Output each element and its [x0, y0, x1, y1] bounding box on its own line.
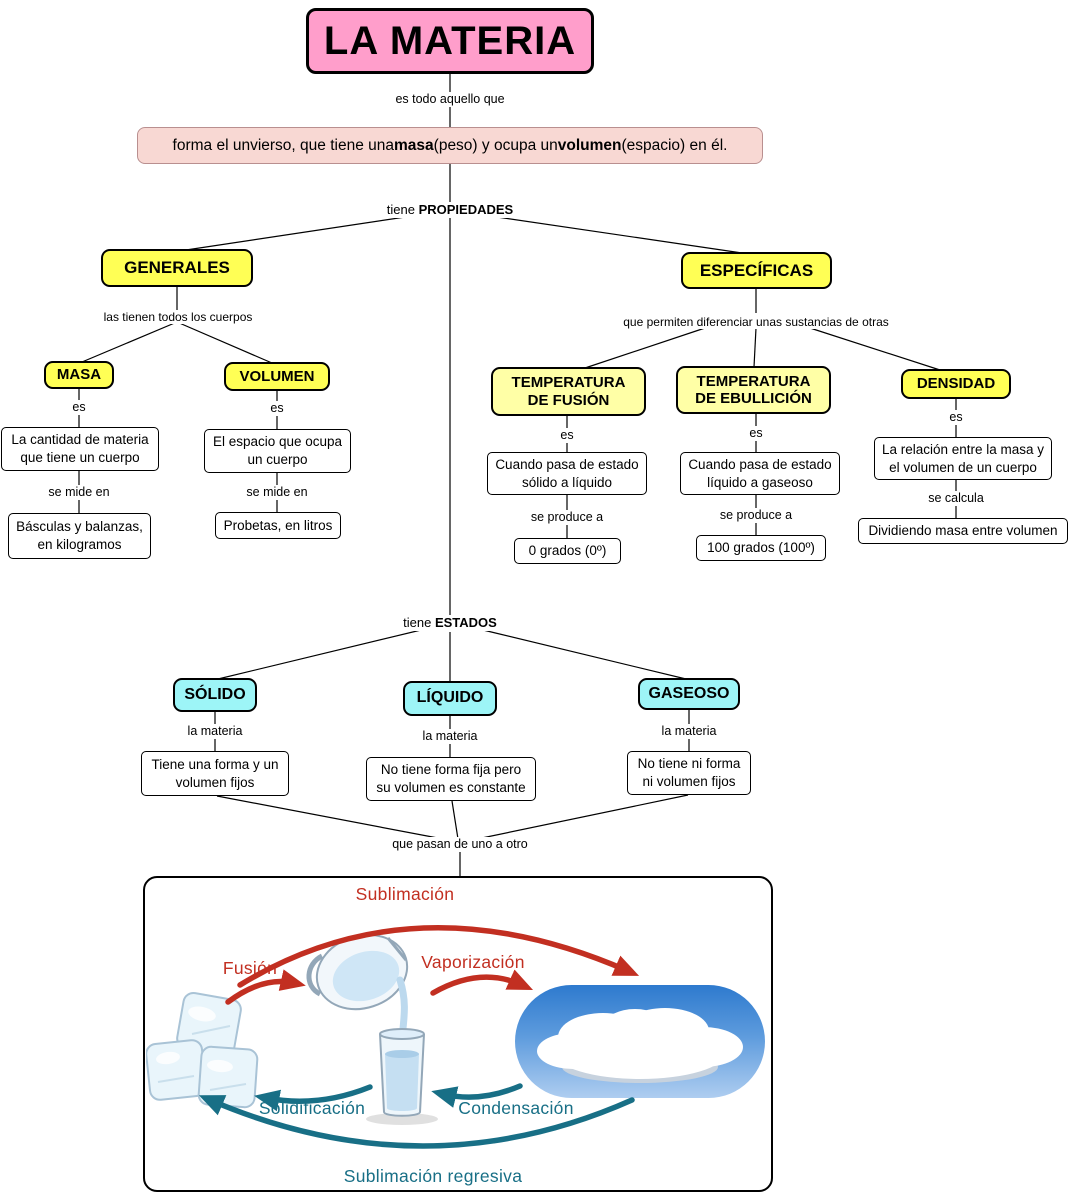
link-prefix: tiene	[403, 615, 435, 630]
definition-bold-masa: masa	[394, 136, 434, 154]
link-gaseoso-la-materia: la materia	[656, 724, 722, 739]
water-pitcher-and-glass-image	[306, 933, 438, 1125]
link-densidad-es: es	[944, 410, 968, 425]
note-especificas: que permiten diferenciar unas sustancias…	[618, 315, 894, 330]
definition-node: forma el unvierso, que tiene una masa (p…	[137, 127, 763, 164]
link-bold: PROPIEDADES	[418, 202, 514, 217]
link-volumen-se-mide: se mide en	[241, 485, 313, 500]
ebullicion-value: 100 grados (100º)	[696, 535, 826, 561]
node-temperatura-ebullicion: TEMPERATURA DE EBULLICIÓN	[676, 366, 831, 414]
title-node: LA MATERIA	[306, 8, 594, 74]
node-generales: GENERALES	[101, 249, 253, 287]
definition-text-part: forma el unvierso, que tiene una	[172, 136, 394, 154]
densidad-value: Dividiendo masa entre volumen	[858, 518, 1068, 544]
label-sublimacion-regresiva: Sublimación regresiva	[343, 1166, 523, 1186]
link-ebullicion-se-produce: se produce a	[714, 508, 798, 523]
ice-cubes-image	[146, 991, 259, 1109]
link-fusion-se-produce: se produce a	[525, 510, 609, 525]
gaseoso-definition: No tiene ni forma ni volumen fijos	[627, 751, 751, 795]
link-label-tiene-estados: tiene ESTADOS	[398, 615, 502, 631]
note-generales: las tienen todos los cuerpos	[98, 310, 258, 325]
node-solido: SÓLIDO	[173, 678, 257, 712]
volumen-definition: El espacio que ocupa un cuerpo	[204, 429, 351, 473]
link-label-es-todo: es todo aquello que	[390, 92, 510, 107]
link-volumen-es: es	[265, 401, 289, 416]
node-temperatura-fusion: TEMPERATURA DE FUSIÓN	[491, 367, 646, 416]
fusion-definition: Cuando pasa de estado sólido a líquido	[487, 452, 647, 495]
link-bold: ESTADOS	[434, 615, 497, 630]
link-masa-se-mide: se mide en	[43, 485, 115, 500]
masa-definition: La cantidad de materia que tiene un cuer…	[1, 427, 159, 471]
link-solido-la-materia: la materia	[182, 724, 248, 739]
cloud-sky-image	[515, 985, 765, 1098]
fusion-value: 0 grados (0º)	[514, 538, 621, 564]
link-ebullicion-es: es	[744, 426, 768, 441]
solido-definition: Tiene una forma y un volumen fijos	[141, 751, 289, 796]
node-volumen: VOLUMEN	[224, 362, 330, 391]
link-label-tiene-propiedades: tiene PROPIEDADES	[381, 202, 519, 218]
definition-bold-volumen: volumen	[557, 136, 622, 154]
node-masa: MASA	[44, 361, 114, 389]
definition-text-part: (espacio) en él.	[621, 136, 728, 154]
label-solidificacion: Solidificación	[258, 1098, 366, 1118]
liquido-definition: No tiene forma fija pero su volumen es c…	[366, 757, 536, 801]
label-sublimacion: Sublimación	[355, 884, 455, 904]
densidad-definition: La relación entre la masa y el volumen d…	[874, 437, 1052, 480]
link-liquido-la-materia: la materia	[417, 729, 483, 744]
definition-text-part: (peso) y ocupa un	[433, 136, 558, 154]
node-densidad: DENSIDAD	[901, 369, 1011, 399]
link-prefix: tiene	[386, 202, 419, 217]
node-liquido: LÍQUIDO	[403, 681, 497, 716]
label-condensacion: Condensación	[458, 1098, 574, 1118]
link-masa-es: es	[67, 400, 91, 415]
link-densidad-se-calcula: se calcula	[923, 491, 989, 506]
ebullicion-definition: Cuando pasa de estado líquido a gaseoso	[680, 452, 840, 495]
volumen-measure: Probetas, en litros	[215, 512, 341, 539]
node-especificas: ESPECÍFICAS	[681, 252, 832, 289]
link-label-que-pasan: que pasan de uno a otro	[387, 837, 533, 852]
label-fusion: Fusión	[222, 958, 278, 978]
link-fusion-es: es	[555, 428, 579, 443]
masa-measure: Básculas y balanzas, en kilogramos	[8, 513, 151, 559]
label-vaporizacion: Vaporización	[421, 952, 525, 972]
node-gaseoso: GASEOSO	[638, 678, 740, 710]
